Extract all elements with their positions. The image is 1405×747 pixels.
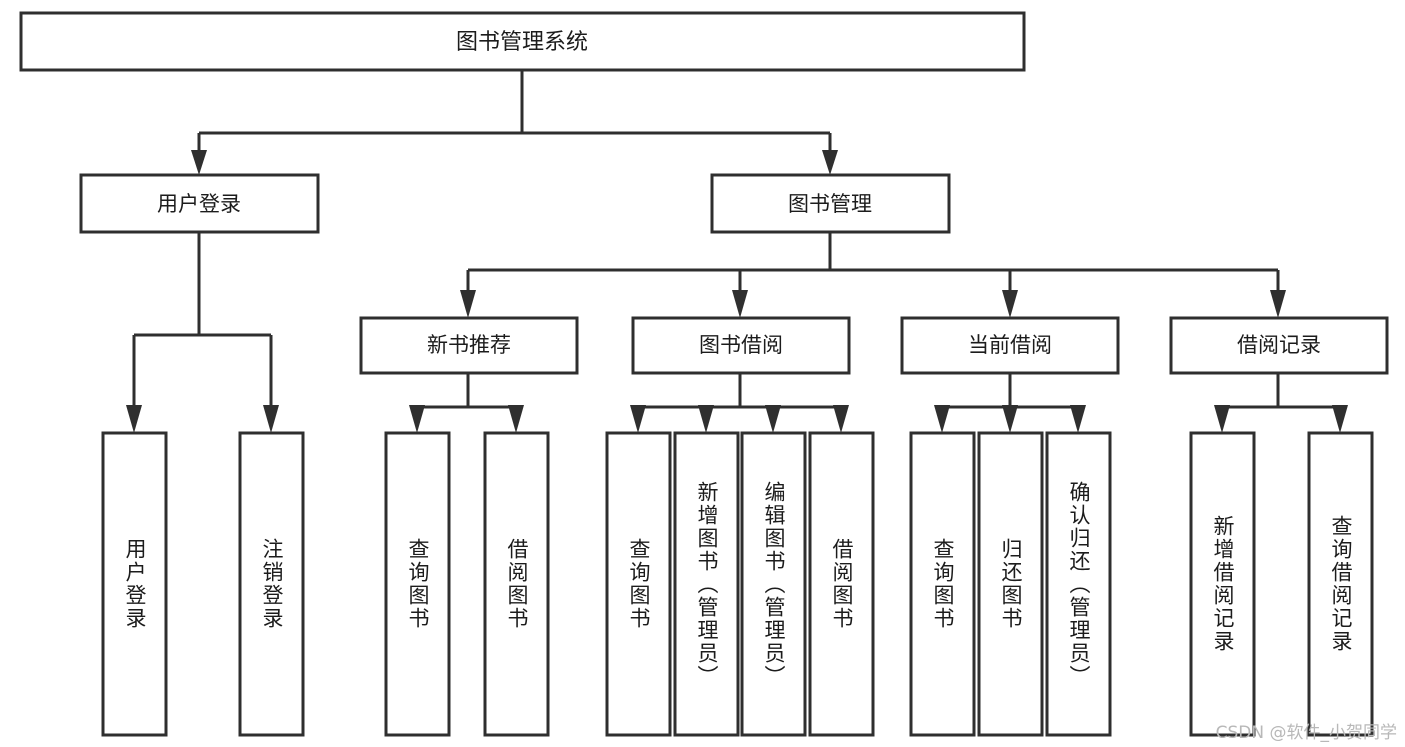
node-root-label: 图书管理系统: [456, 30, 588, 55]
arrow-head-leaf-query-book-2: [630, 405, 646, 433]
arrow-head-new-book-recommend: [460, 290, 476, 318]
node-leaf-query-book-2-box[interactable]: [605, 431, 672, 737]
node-current-borrow[interactable]: 当前借阅: [900, 316, 1120, 375]
node-book-management-label: 图书管理: [788, 192, 872, 216]
arrow-head-current-borrow: [1002, 290, 1018, 318]
node-user-login-label: 用户登录: [157, 192, 241, 216]
connector-group-book-borrow: [630, 373, 849, 433]
node-leaf-add-book-box[interactable]: [673, 431, 740, 737]
leaf-boxes: [101, 431, 1374, 737]
arrow-head-leaf-query-record: [1332, 405, 1348, 433]
node-borrow-record-label: 借阅记录: [1237, 333, 1321, 357]
node-book-borrow-label: 图书借阅: [699, 333, 783, 357]
node-leaf-query-book-3-box[interactable]: [909, 431, 976, 737]
node-new-book-recommend[interactable]: 新书推荐: [359, 316, 579, 375]
arrow-head-borrow-record: [1270, 290, 1286, 318]
node-leaf-return-book-box[interactable]: [977, 431, 1044, 737]
node-current-borrow-label: 当前借阅: [968, 333, 1052, 357]
node-book-borrow-box[interactable]: [631, 316, 851, 375]
node-book-management[interactable]: 图书管理: [710, 173, 951, 234]
csdn-watermark: CSDN @软件_小贺同学: [1215, 723, 1397, 743]
arrow-head-leaf-edit-book: [765, 405, 781, 433]
arrow-head-leaf-query-book-3: [934, 405, 950, 433]
node-book-borrow[interactable]: 图书借阅: [631, 316, 851, 375]
connector-group-new-book-recommend: [409, 373, 524, 433]
node-new-book-recommend-label: 新书推荐: [427, 333, 511, 357]
connector-group-book-management: [460, 233, 1286, 318]
arrow-head-book-management: [822, 150, 838, 175]
arrow-head-leaf-return-book: [1002, 405, 1018, 433]
arrow-head-leaf-query-book-1: [409, 405, 425, 433]
node-leaf-edit-book-box[interactable]: [740, 431, 807, 737]
arrow-head-book-borrow: [732, 290, 748, 318]
node-leaf-query-book-1-box[interactable]: [384, 431, 451, 737]
connector-group-current-borrow: [934, 373, 1086, 433]
node-leaf-borrow-book-2-box[interactable]: [808, 431, 875, 737]
arrow-head-leaf-logout: [263, 405, 279, 433]
node-borrow-record[interactable]: 借阅记录: [1169, 316, 1389, 375]
node-borrow-record-box[interactable]: [1169, 316, 1389, 375]
node-leaf-confirm-return-box[interactable]: [1045, 431, 1112, 737]
arrow-head-leaf-confirm-return: [1070, 405, 1086, 433]
node-user-login[interactable]: 用户登录: [79, 173, 320, 234]
node-leaf-add-record-box[interactable]: [1189, 431, 1256, 737]
node-leaf-logout-box[interactable]: [238, 431, 305, 737]
connector-group-user-login: [126, 232, 279, 433]
arrow-head-leaf-add-book: [698, 405, 714, 433]
node-root[interactable]: 图书管理系统: [19, 11, 1026, 72]
node-current-borrow-box[interactable]: [900, 316, 1120, 375]
node-leaf-user-login-box[interactable]: [101, 431, 168, 737]
arrow-head-user-login: [191, 150, 207, 175]
arrow-head-leaf-user-login: [126, 405, 142, 433]
node-leaf-borrow-book-1-box[interactable]: [483, 431, 550, 737]
connector-group-root: [191, 70, 838, 175]
node-user-login-box[interactable]: [79, 173, 320, 234]
arrow-head-leaf-borrow-book-2: [833, 405, 849, 433]
node-book-management-box[interactable]: [710, 173, 951, 234]
connector-group-borrow-record: [1214, 373, 1348, 433]
node-leaf-query-record-box[interactable]: [1307, 431, 1374, 737]
arrow-head-leaf-add-record: [1214, 405, 1230, 433]
node-root-box[interactable]: [19, 11, 1026, 72]
arrow-head-leaf-borrow-book-1: [508, 405, 524, 433]
node-new-book-recommend-box[interactable]: [359, 316, 579, 375]
